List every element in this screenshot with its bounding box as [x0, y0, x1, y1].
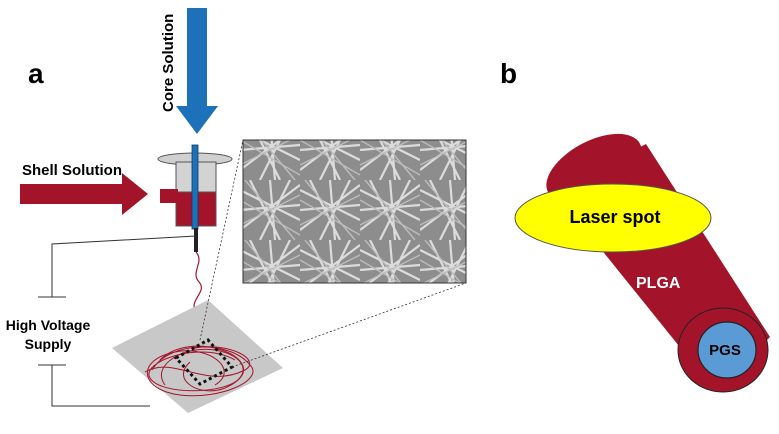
deposited-fibers: [144, 345, 254, 397]
panel-label-b: b: [500, 58, 518, 89]
high-voltage-line1: High Voltage: [5, 317, 91, 333]
sem-image: [242, 139, 467, 284]
high-voltage-line2: Supply: [24, 336, 72, 352]
pgs-core: [697, 321, 757, 379]
shell-solution-label: Shell Solution: [22, 162, 122, 179]
circuit-wires: [38, 235, 197, 407]
core-solution-label: Core Solution: [160, 13, 177, 112]
zoom-connector-lines: [199, 139, 467, 368]
high-voltage-supply-label: High Voltage Supply: [3, 316, 93, 354]
laser-spot: [514, 183, 712, 253]
panel-label-a: a: [28, 58, 44, 89]
core-solution-arrow: [176, 8, 218, 134]
coaxial-nozzle: [157, 144, 233, 252]
shell-solution-arrow: [20, 173, 148, 215]
laser-spot-label: Laser spot: [569, 207, 661, 227]
pgs-label: PGS: [709, 342, 741, 359]
plga-label: PLGA: [636, 275, 681, 292]
